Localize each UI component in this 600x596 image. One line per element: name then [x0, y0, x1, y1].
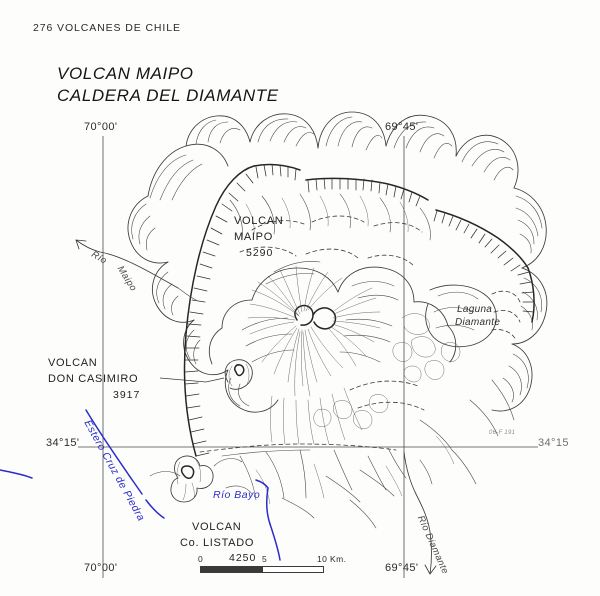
scale-bar-segment-hollow — [262, 566, 324, 573]
sheet-code-annotation: 06-F 191 — [489, 430, 516, 436]
latitude-label-right: 34°15 — [538, 437, 569, 449]
rivers-grey — [75, 239, 515, 575]
volcan-don-casimiro-label-line-1: VOLCAN — [48, 357, 98, 369]
caldera-rim-escarpment — [183, 163, 535, 457]
map-title-line-1: VOLCAN MAIPO — [57, 64, 194, 83]
scale-tick-5: 5 — [262, 554, 268, 564]
caldera-floor — [229, 193, 431, 267]
longitude-label-bottom-right: 69°45' — [385, 562, 419, 574]
volcan-maipo-elevation: 5290 — [246, 247, 274, 259]
scale-bar-segment-filled — [200, 566, 262, 573]
laguna-diamante-label-line-1: Laguna — [457, 304, 493, 315]
leader-lines — [159, 377, 225, 383]
running-head: 276 VOLCANES DE CHILE — [33, 22, 181, 34]
volcan-maipo-cone — [208, 261, 457, 445]
longitude-label-top-left: 70°00' — [84, 121, 118, 133]
volcan-co-listado-label-line-2: Co. LISTADO — [180, 537, 255, 549]
map-title-line-2: CALDERA DEL DIAMANTE — [57, 86, 279, 105]
volcan-co-listado — [170, 455, 214, 503]
scale-tick-0: 0 — [198, 554, 204, 564]
volcan-co-listado-elevation: 4250 — [229, 552, 257, 564]
outer-terrain — [127, 111, 548, 413]
scale-bar-graphic — [200, 566, 350, 573]
volcan-maipo-label-line-2: MAIPO — [234, 231, 273, 243]
laguna-diamante-label-line-2: Diamante — [455, 317, 501, 328]
longitude-label-top-right: 69°45' — [385, 121, 419, 133]
volcan-maipo-label-line-1: VOLCAN — [234, 215, 284, 227]
scale-tick-10: 10 Km. — [317, 554, 347, 564]
volcan-don-casimiro-label-line-2: DON CASIMIRO — [48, 373, 139, 385]
rivers-blue — [0, 409, 281, 561]
laguna-diamante-basin — [313, 284, 521, 429]
scale-bar — [200, 566, 350, 573]
volcan-co-listado-label-line-1: VOLCAN — [192, 521, 242, 533]
latitude-label-left: 34°15' — [46, 437, 80, 449]
longitude-label-bottom-left: 70°00' — [84, 562, 118, 574]
rio-bayo-label: Río Bayo — [213, 489, 261, 501]
volcan-don-casimiro-elevation: 3917 — [113, 389, 141, 401]
graticule-lines — [78, 136, 538, 578]
